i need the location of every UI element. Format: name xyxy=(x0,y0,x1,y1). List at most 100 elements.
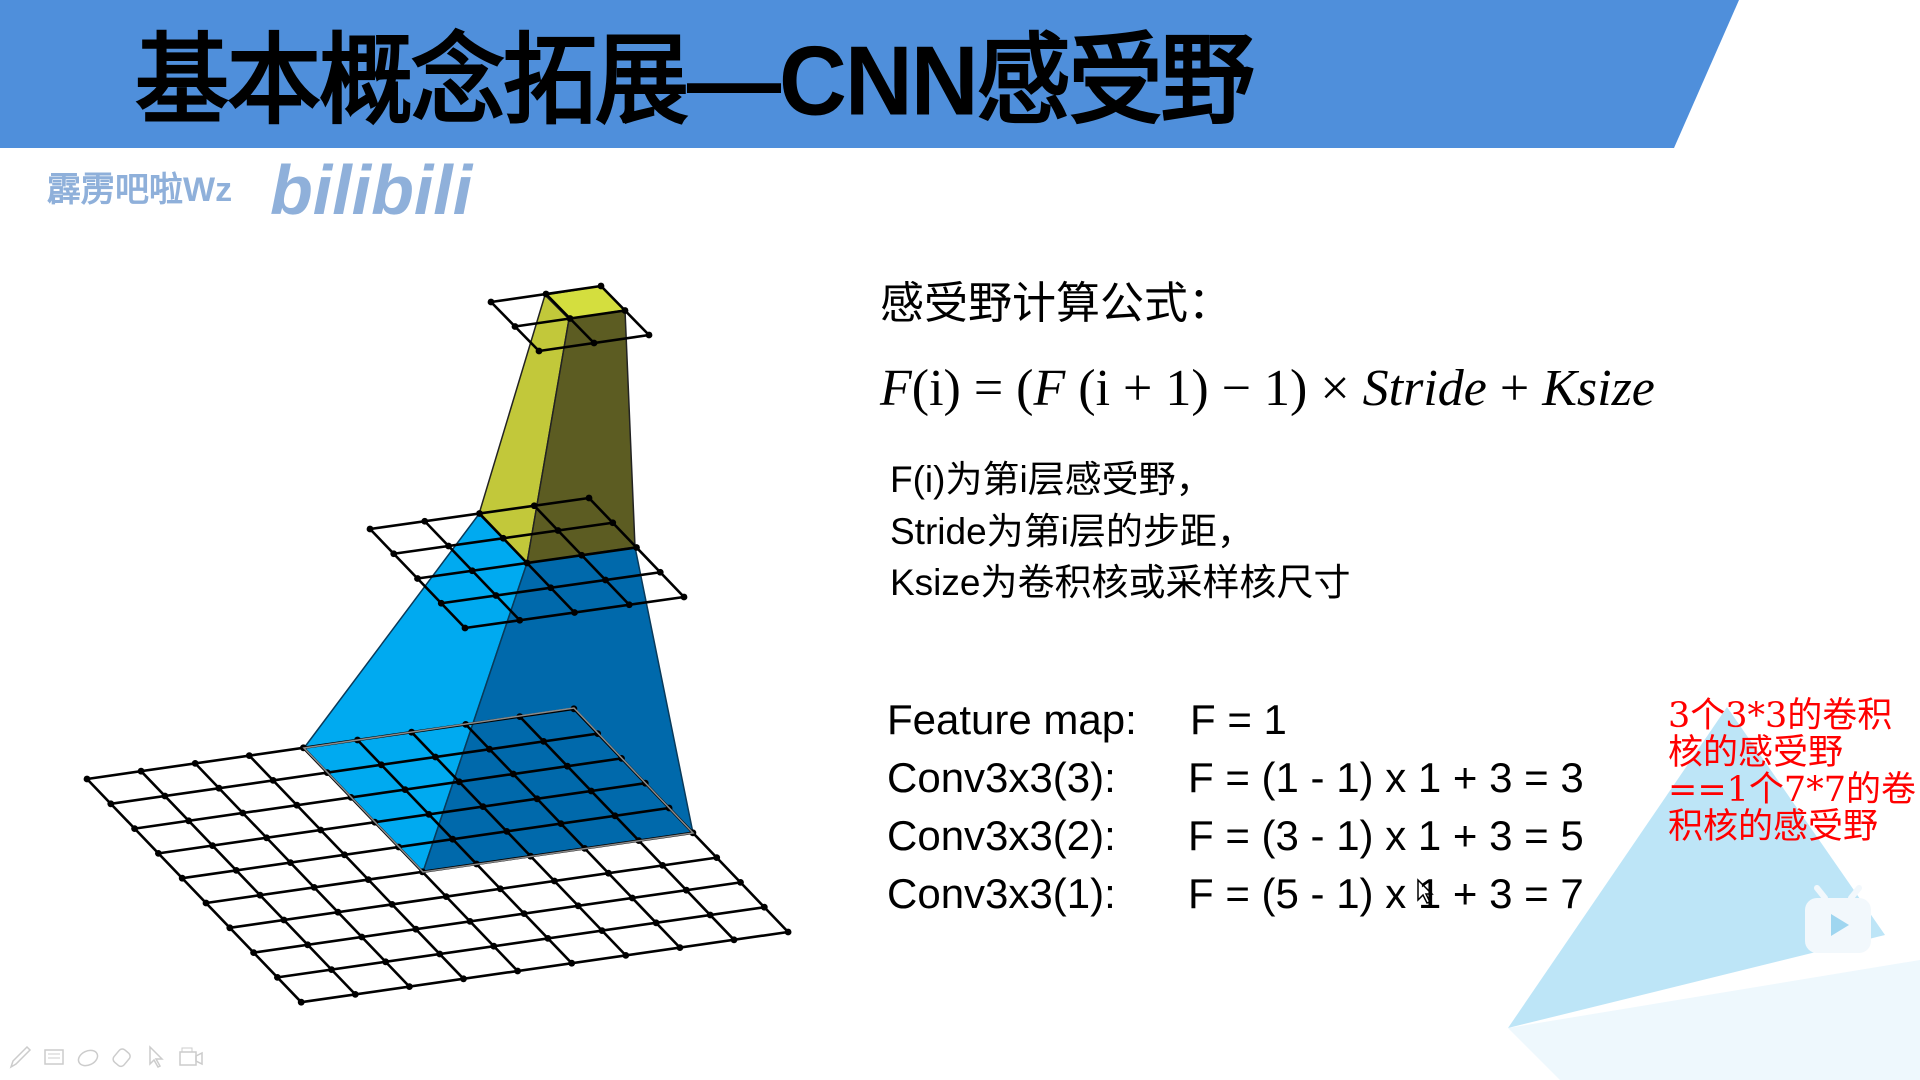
mouse-cursor-icon xyxy=(1417,878,1434,904)
grid-line xyxy=(277,905,765,979)
grid-node xyxy=(730,936,738,944)
formula-arg: (i) xyxy=(911,360,961,417)
grid-node xyxy=(334,908,342,916)
grid-node xyxy=(414,575,421,582)
grid-node xyxy=(706,911,714,919)
grid-node xyxy=(390,550,398,558)
grid-node xyxy=(83,775,91,783)
grid-node xyxy=(191,760,199,767)
description-line: F(i)为第i层感受野， xyxy=(890,459,1213,500)
grid-node xyxy=(676,944,684,951)
grid-node xyxy=(310,884,318,891)
grid-node xyxy=(445,542,452,550)
grid-node xyxy=(256,891,264,899)
grid-node xyxy=(585,494,593,502)
grid-node xyxy=(566,315,574,322)
grid-node xyxy=(535,347,543,355)
grid-node xyxy=(460,975,467,983)
grid-node xyxy=(293,801,301,809)
grid-line xyxy=(248,754,465,980)
grid-node xyxy=(437,599,445,607)
grid-node xyxy=(544,935,552,942)
grid-node xyxy=(185,817,193,825)
grid-line xyxy=(518,715,735,941)
formula-stride: Stride xyxy=(1362,360,1487,417)
grid-line xyxy=(134,757,622,830)
eraser-icon[interactable] xyxy=(110,1044,134,1070)
grid-node xyxy=(547,584,555,592)
grid-node xyxy=(366,525,374,533)
grid-node xyxy=(554,527,562,534)
grid-node xyxy=(263,834,270,842)
row-equation: F = (5 - 1) x 1 + 3 = 7 xyxy=(1188,870,1584,917)
grid-node xyxy=(656,568,664,576)
formula-plus: + xyxy=(1486,360,1543,417)
row-equation: F = (3 - 1) x 1 + 3 = 5 xyxy=(1188,812,1584,859)
grid-node xyxy=(578,551,586,559)
grid-node xyxy=(178,874,186,882)
grid-node xyxy=(297,998,305,1006)
grid-node xyxy=(713,854,721,861)
grid-node xyxy=(155,850,162,857)
grid-line xyxy=(464,723,681,949)
grid-node xyxy=(628,894,636,902)
grid-node xyxy=(564,762,571,770)
formula-ksize: Ksize xyxy=(1542,360,1655,417)
grid-node xyxy=(209,842,216,849)
receptive-region-outline xyxy=(302,707,695,873)
grid-node xyxy=(412,925,420,933)
grid-node xyxy=(442,893,450,900)
formula-f: F xyxy=(880,360,912,417)
grid-node xyxy=(625,601,633,609)
grid-node xyxy=(784,928,792,936)
grid-line xyxy=(110,732,598,806)
grid-node xyxy=(388,901,396,908)
grid-node xyxy=(468,567,476,575)
grid-node xyxy=(364,876,372,883)
row-equation: F = (1 - 1) x 1 + 3 = 3 xyxy=(1188,754,1584,801)
grid-node xyxy=(587,787,595,795)
grid-node xyxy=(269,777,277,784)
formula-f2: F xyxy=(1033,360,1066,417)
grid-node xyxy=(232,867,240,874)
grid-node xyxy=(611,812,619,820)
grid-node xyxy=(274,974,281,981)
grid-line xyxy=(182,806,670,880)
slide-icon[interactable] xyxy=(42,1044,66,1070)
grid-node xyxy=(461,624,469,632)
grid-node xyxy=(652,919,660,927)
grid-node xyxy=(683,886,690,894)
grid-node xyxy=(737,879,744,886)
grid-node xyxy=(449,835,457,843)
grid-node xyxy=(486,745,493,753)
highlighter-icon[interactable] xyxy=(76,1044,100,1070)
bilibili-tv-icon xyxy=(1805,885,1871,953)
grid-node xyxy=(280,916,288,924)
top-grid xyxy=(487,282,653,355)
row-equation: F = 1 xyxy=(1190,696,1287,743)
grid-node xyxy=(250,949,257,956)
grid-node xyxy=(516,616,524,624)
grid-node xyxy=(245,752,253,759)
decor-band xyxy=(1508,960,1920,1080)
grid-node xyxy=(680,593,688,601)
presentation-toolbar xyxy=(8,1044,204,1070)
camera-icon[interactable] xyxy=(178,1044,204,1070)
description-line: Stride为第i层的步距， xyxy=(890,511,1254,552)
grid-node xyxy=(499,534,507,542)
grid-node xyxy=(432,753,439,761)
grid-node xyxy=(530,502,538,510)
row-label: Conv3x3(2): xyxy=(887,812,1116,859)
grid-node xyxy=(466,918,474,925)
grid-node xyxy=(377,761,385,769)
grid-node xyxy=(520,910,528,917)
grid-node xyxy=(479,803,487,810)
bilibili-logo: bilibili xyxy=(270,151,473,229)
pen-icon[interactable] xyxy=(8,1044,32,1070)
grid-node xyxy=(511,323,519,330)
slide-title: 基本概念拓展—CNN感受野 xyxy=(135,25,1255,136)
grid-line xyxy=(410,731,627,957)
pointer-icon[interactable] xyxy=(144,1044,168,1070)
slide-header: 基本概念拓展—CNN感受野 xyxy=(0,0,1920,148)
